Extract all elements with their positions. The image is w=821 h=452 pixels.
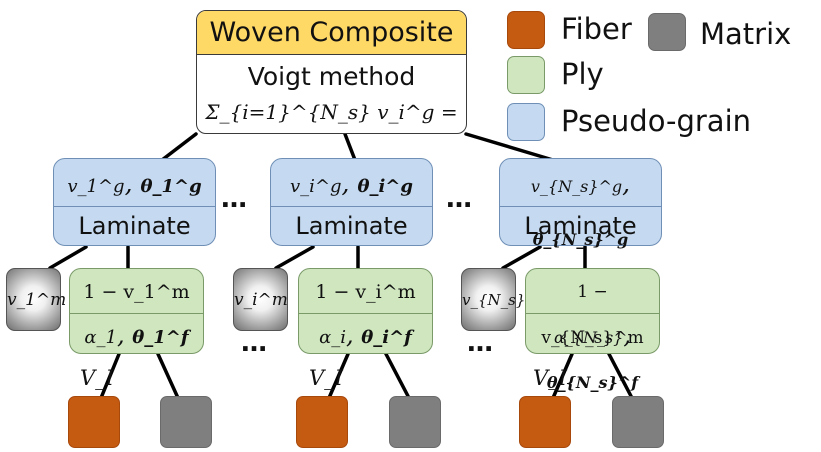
grain-i-params: v_i^g, θ_i^g <box>271 159 432 207</box>
grain-1-theta: θ_1^g <box>140 176 202 197</box>
connector-grain3-vm <box>501 245 542 270</box>
matrix-fraction-node-1: v_1^m <box>6 268 66 331</box>
root-title: Woven Composite <box>197 11 466 55</box>
grain-i-theta: θ_i^g <box>357 176 413 197</box>
connector-root-grain1 <box>160 132 198 162</box>
legend-pseudo-grain-swatch <box>507 103 545 141</box>
ply-node-ns: 1 − v_{N_s}^m α_{N_s}, θ_{N_s}^f <box>525 268 660 392</box>
grain-1-vg: v_1^g <box>67 176 125 197</box>
ellipsis-plies-2: … <box>467 328 493 358</box>
ply-1-fraction: 1 − v_1^m <box>70 269 203 314</box>
legend-matrix-label: Matrix <box>700 17 792 51</box>
grain-1-label: Laminate <box>78 212 191 240</box>
grain-1-params: v_1^g, θ_1^g <box>54 159 215 207</box>
grain-i-vg: v_i^g <box>290 176 342 197</box>
ply-node-i: 1 − v_i^m α_i, θ_i^f <box>298 268 433 354</box>
ellipsis-grains-1: … <box>221 184 247 214</box>
matrix-leaf-ns <box>612 396 664 448</box>
connector-root-grain2 <box>343 132 357 162</box>
root-node: Woven Composite Voigt method Σ_{i=1}^{N_… <box>196 10 467 134</box>
grain-ns-params: v_{N_s}^g, θ_{N_s}^g <box>500 159 661 249</box>
connector-root-grain3 <box>464 132 555 162</box>
ply-1-alpha: α_1 <box>84 327 117 348</box>
pseudo-grain-node-ns: v_{N_s}^g, θ_{N_s}^g Laminate <box>499 158 662 249</box>
matrix-fraction-1: v_1^m <box>7 290 67 310</box>
legend-fiber-swatch <box>507 11 545 49</box>
ply-1-params: α_1, θ_1^f <box>84 321 189 349</box>
legend-ply-label: Ply <box>561 57 604 91</box>
matrix-fraction-node-ns: v_{N_s}^m <box>461 268 552 331</box>
ply-i-theta: θ_i^f <box>361 327 412 348</box>
ply-i-params: α_i, θ_i^f <box>319 321 412 349</box>
fiber-leaf-i <box>296 396 348 448</box>
grain-i-label: Laminate <box>295 212 408 240</box>
grain-ns-vg: v_{N_s}^g <box>530 177 623 196</box>
connector-ply1-matrix <box>156 352 180 400</box>
legend-matrix-swatch <box>648 13 686 51</box>
vi-label-i: V_I <box>309 366 343 390</box>
ply-ns-alpha: α_{N_s} <box>553 328 624 347</box>
grain-ns-theta: θ_{N_s}^g <box>532 230 629 249</box>
ellipsis-plies-1: … <box>241 328 267 358</box>
connector-ply3-matrix <box>607 352 634 400</box>
legend-pseudo-grain-label: Pseudo-grain <box>561 104 752 138</box>
connector-ply3-fiber <box>551 352 574 400</box>
ply-i-fraction: 1 − v_i^m <box>299 269 432 314</box>
connector-ply2-fiber <box>327 352 350 400</box>
root-constraint-text: Σ_{i=1}^{N_s} v_i^g = 1.0 <box>205 100 458 124</box>
connector-grain2-vm <box>274 245 315 270</box>
grain-ns-label: Laminate <box>524 212 637 240</box>
ellipsis-grains-2: … <box>446 184 472 214</box>
root-method: Voigt method <box>247 62 416 91</box>
ply-ns-fraction: 1 − v_{N_s}^m <box>526 269 659 348</box>
vi-label-1: V_I <box>80 366 114 390</box>
matrix-fraction-i: v_i^m <box>234 290 288 310</box>
connector-ply1-fiber <box>99 352 121 400</box>
ply-i-alpha: α_i <box>319 327 346 348</box>
matrix-leaf-i <box>389 396 441 448</box>
fiber-leaf-ns <box>519 396 571 448</box>
fiber-leaf-1 <box>68 396 120 448</box>
root-constraint: Σ_{i=1}^{N_s} v_i^g = 1.0 <box>197 93 466 133</box>
legend-ply-swatch <box>507 56 545 94</box>
legend-fiber-label: Fiber <box>561 12 632 46</box>
pseudo-grain-node-1: v_1^g, θ_1^g Laminate <box>53 158 216 246</box>
vi-label-ns: V_I <box>533 366 567 390</box>
ply-1-theta: θ_1^f <box>132 327 189 348</box>
matrix-fraction-node-i: v_i^m <box>233 268 288 331</box>
connector-ply2-matrix <box>384 352 411 400</box>
matrix-leaf-1 <box>160 396 212 448</box>
pseudo-grain-node-i: v_i^g, θ_i^g Laminate <box>270 158 433 246</box>
ply-node-1: 1 − v_1^m α_1, θ_1^f <box>69 268 204 354</box>
ply-ns-params: α_{N_s}, θ_{N_s}^f <box>546 321 639 392</box>
ply-ns-theta: θ_{N_s}^f <box>546 373 639 392</box>
connector-grain1-vm <box>48 245 88 270</box>
